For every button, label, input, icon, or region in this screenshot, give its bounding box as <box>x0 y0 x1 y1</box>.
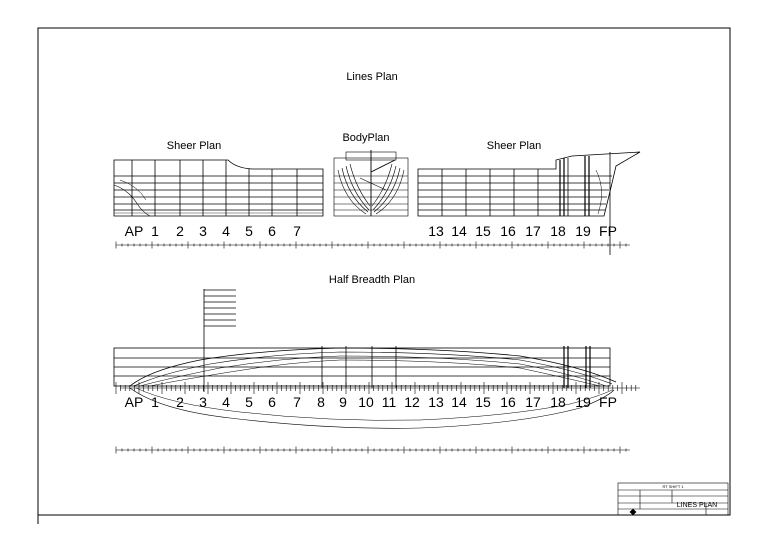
station-label: 11 <box>382 394 397 410</box>
station-label: 12 <box>404 394 420 410</box>
body-plan-title: BodyPlan <box>342 132 389 144</box>
station-label: 13 <box>428 223 444 239</box>
main-title: Lines Plan <box>346 71 397 83</box>
station-label: 4 <box>222 223 230 239</box>
station-label: 4 <box>222 394 230 410</box>
body-plan <box>333 150 409 217</box>
title-block-sheet-label: RT SHIFT 1 <box>662 484 684 489</box>
sheet-border <box>37 27 731 516</box>
station-label: 15 <box>475 394 491 410</box>
station-label: 5 <box>245 394 253 410</box>
scale-bar-top <box>115 241 630 249</box>
station-tick-ruler <box>115 382 637 394</box>
station-label: 19 <box>575 394 591 410</box>
half-breadth-station-labels: AP 1 2 3 4 5 6 7 8 9 10 11 12 13 14 15 1… <box>125 394 617 410</box>
sheer-left-station-labels: AP 1 2 3 4 5 6 7 <box>125 223 301 239</box>
sheer-plan-right <box>417 151 641 255</box>
station-label: 13 <box>428 394 444 410</box>
scale-bar-bottom <box>115 446 630 454</box>
station-label: 7 <box>293 394 301 410</box>
title-block <box>617 482 729 516</box>
sheer-right-station-labels: 13 14 15 16 17 18 19 FP <box>428 223 617 239</box>
half-breadth-plan <box>113 289 640 429</box>
station-label: 5 <box>245 223 253 239</box>
station-label: 14 <box>451 394 467 410</box>
station-label: 1 <box>151 394 159 410</box>
title-block-drawing-name: LINES PLAN <box>677 502 717 509</box>
station-label: 2 <box>176 223 184 239</box>
station-label: 6 <box>268 394 276 410</box>
station-label: 3 <box>199 223 207 239</box>
station-label: 6 <box>268 223 276 239</box>
station-label: 17 <box>525 394 541 410</box>
station-label: 15 <box>475 223 491 239</box>
station-label: 18 <box>550 394 566 410</box>
station-label: 16 <box>500 223 516 239</box>
sheer-plan-left <box>113 159 324 217</box>
half-breadth-plan-title: Half Breadth Plan <box>329 274 415 286</box>
station-label: AP <box>125 223 144 239</box>
station-label: 17 <box>525 223 541 239</box>
station-label: 19 <box>575 223 591 239</box>
station-label: 10 <box>358 394 374 410</box>
station-label: FP <box>599 394 617 410</box>
station-label: 8 <box>317 394 325 410</box>
station-label: 3 <box>199 394 207 410</box>
station-label: 7 <box>293 223 301 239</box>
station-label: 9 <box>339 394 347 410</box>
station-label: 14 <box>451 223 467 239</box>
sheer-plan-right-title: Sheer Plan <box>487 140 541 152</box>
station-label: 2 <box>176 394 184 410</box>
station-label: 18 <box>550 223 566 239</box>
station-label: 1 <box>151 223 159 239</box>
station-label: 16 <box>500 394 516 410</box>
station-label: FP <box>599 223 617 239</box>
station-label: AP <box>125 394 144 410</box>
sheer-plan-left-title: Sheer Plan <box>167 140 221 152</box>
